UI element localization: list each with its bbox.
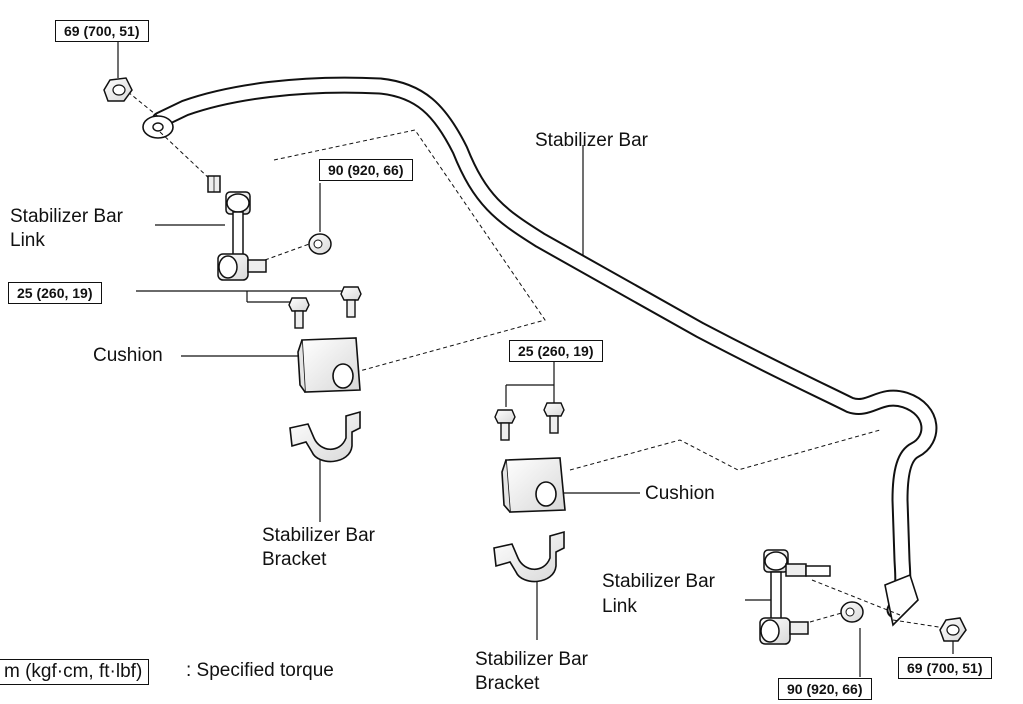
torque-nut-bottom-right: 69 (700, 51) — [898, 657, 992, 679]
label-link-left-line2: Link — [10, 230, 45, 251]
nut-mid-left — [308, 233, 332, 255]
label-stabilizer-bar: Stabilizer Bar — [535, 130, 648, 151]
nut-bottom-right — [939, 617, 967, 642]
cushion-left — [297, 337, 361, 393]
legend-torque-units: m (kgf·cm, ft·lbf) — [0, 659, 150, 685]
torque-bolts-left: 25 (260, 19) — [8, 282, 102, 304]
label-bracket-left-line2: Bracket — [262, 549, 327, 570]
leader-lines — [117, 42, 954, 677]
bracket-right — [493, 530, 565, 583]
torque-nut-top-left: 69 (700, 51) — [55, 20, 149, 42]
nut-top-left — [103, 77, 133, 102]
label-link-right-line2: Link — [602, 596, 637, 617]
torque-nut-bottom-mid: 90 (920, 66) — [778, 678, 872, 700]
assembly-lines — [127, 91, 946, 629]
nut-bottom-mid — [840, 601, 864, 623]
stabilizer-bar-link-right — [759, 549, 831, 645]
bolts-right — [494, 402, 565, 441]
label-link-left-line1: Stabilizer Bar — [10, 206, 123, 227]
label-bracket-right-line2: Bracket — [475, 673, 540, 694]
cushion-right — [501, 457, 566, 513]
label-cushion-right: Cushion — [645, 483, 715, 504]
stabilizer-bar-link-left — [207, 175, 267, 281]
torque-bolts-right: 25 (260, 19) — [509, 340, 603, 362]
label-bracket-left-line1: Stabilizer Bar — [262, 525, 375, 546]
bracket-left — [289, 410, 361, 463]
label-bracket-right-line1: Stabilizer Bar — [475, 649, 588, 670]
bolts-left — [288, 286, 362, 329]
legend-description: : Specified torque — [186, 660, 334, 681]
label-link-right-line1: Stabilizer Bar — [602, 571, 715, 592]
torque-nut-mid: 90 (920, 66) — [319, 159, 413, 181]
label-cushion-left: Cushion — [93, 345, 163, 366]
